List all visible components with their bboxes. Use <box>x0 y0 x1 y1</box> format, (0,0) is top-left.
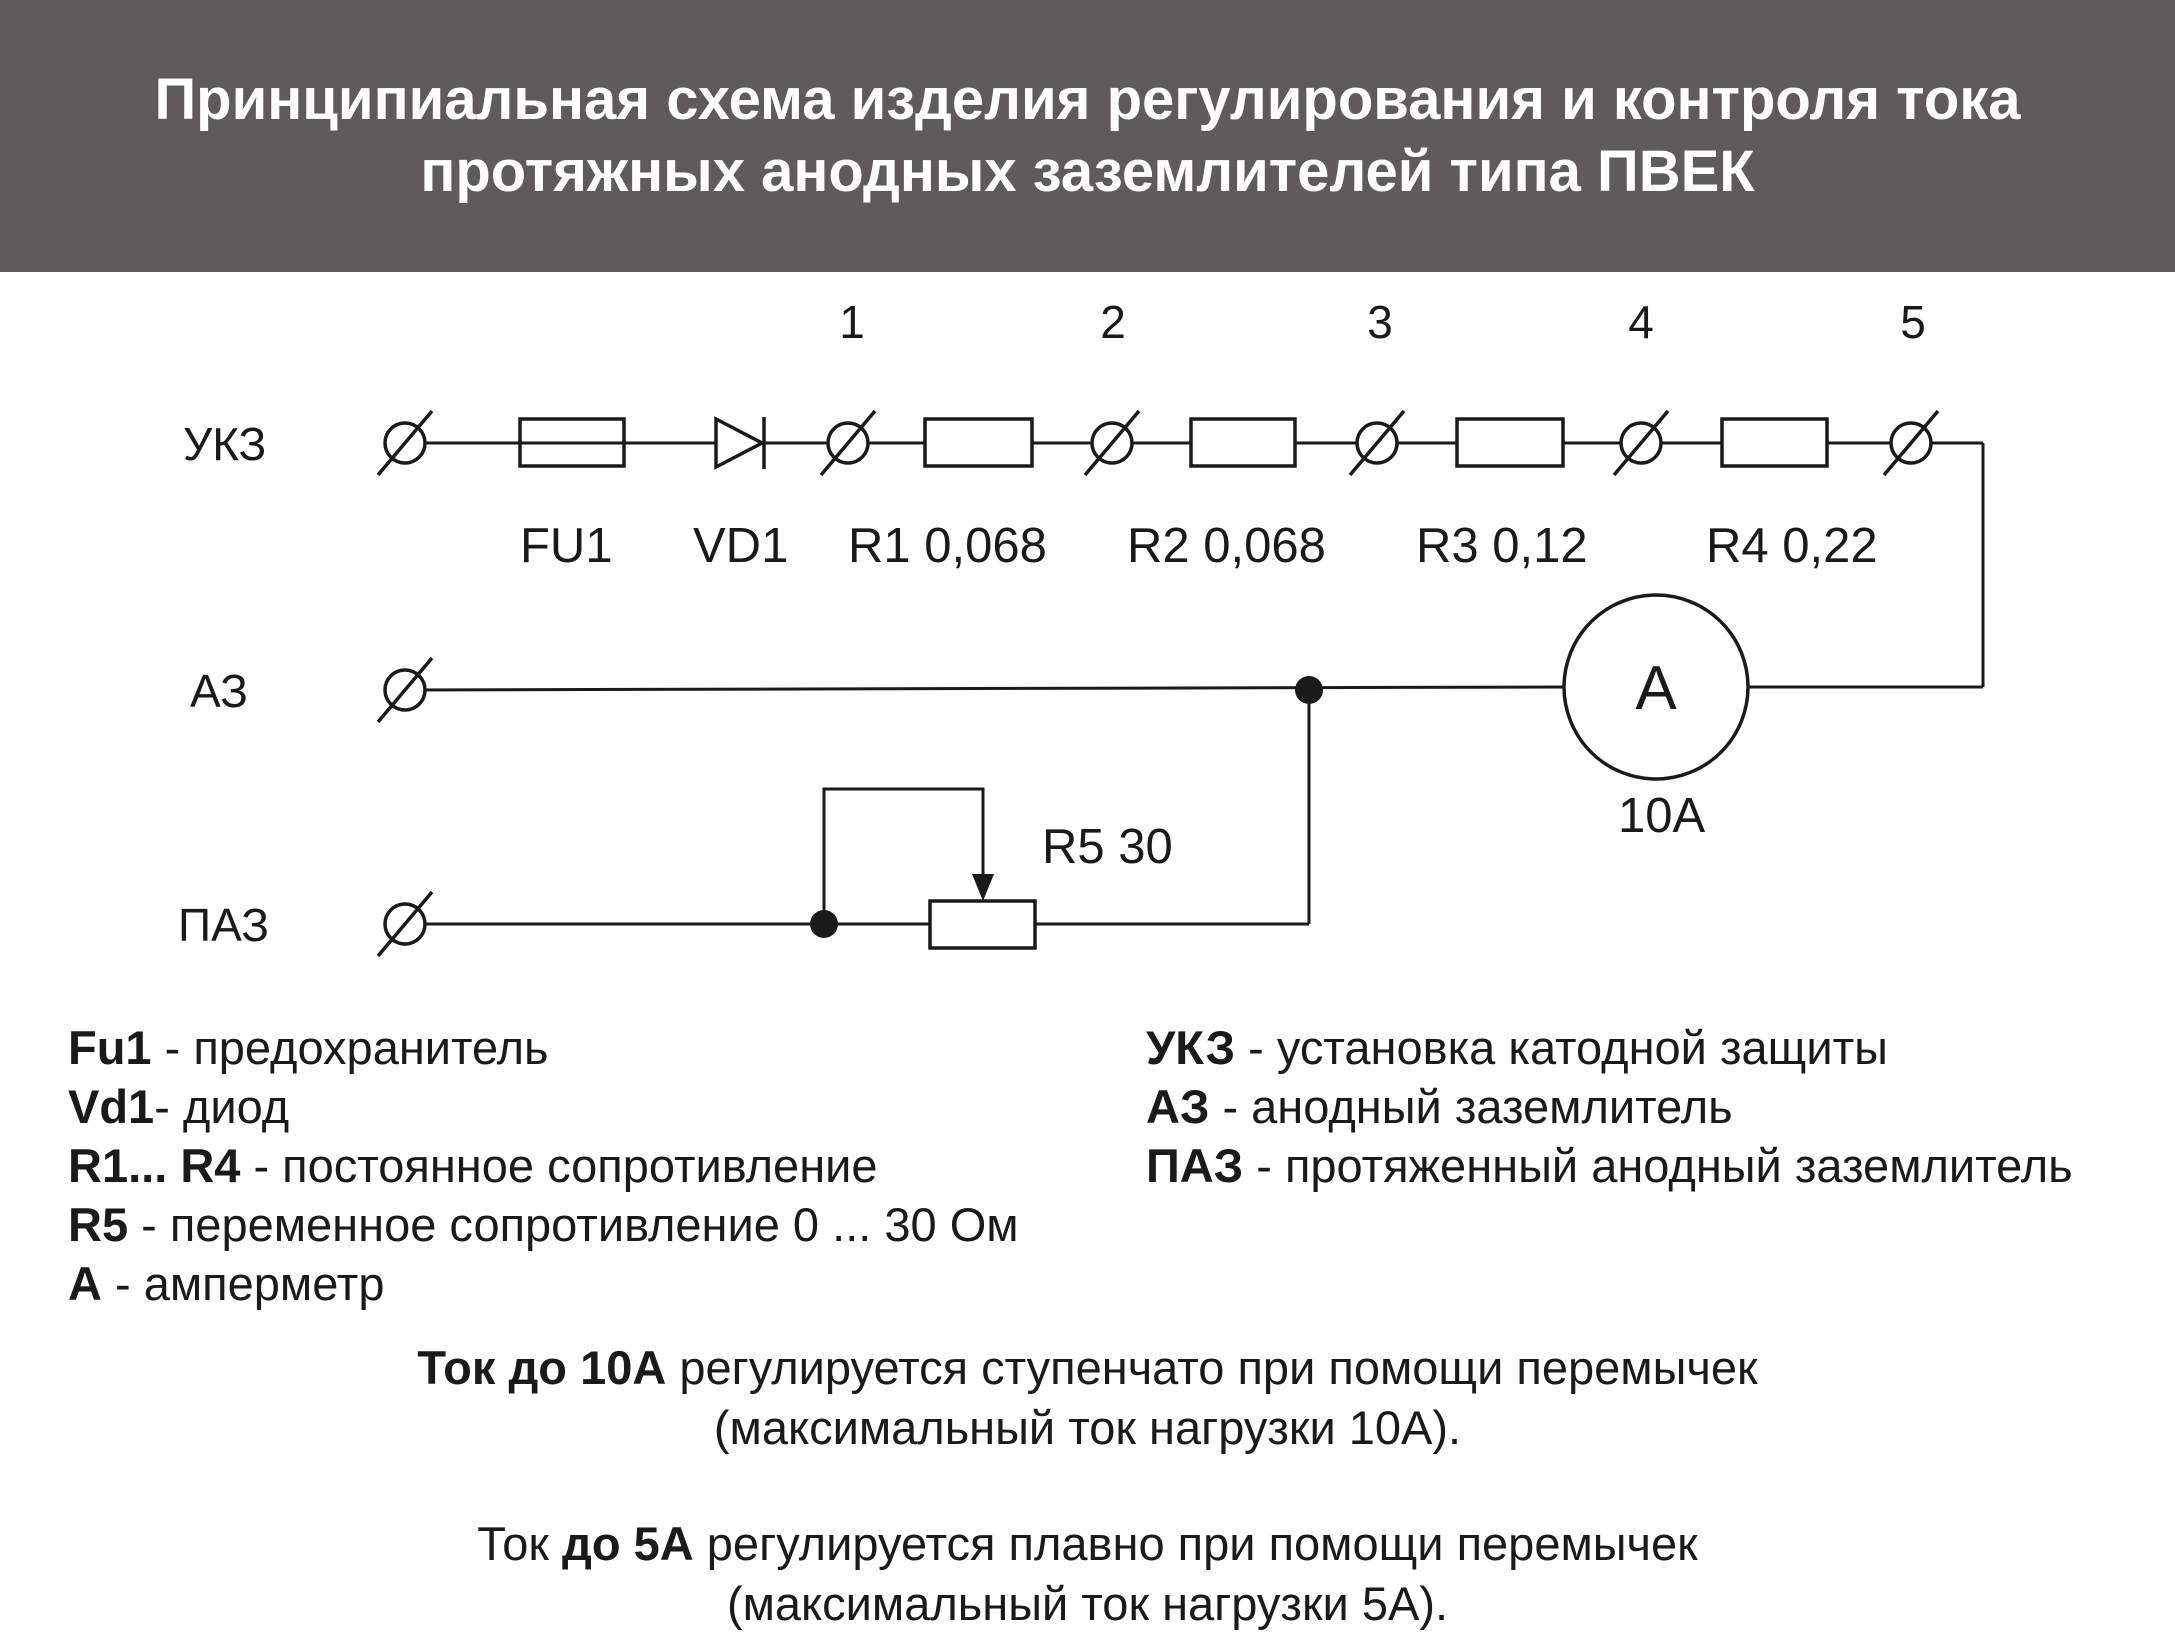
terminal-number-5: 5 <box>1900 296 1926 348</box>
legend-item: Vd1- диод <box>68 1080 290 1133</box>
junction-dot-paz <box>810 910 838 938</box>
junction-dot-az <box>1295 676 1323 704</box>
legend-item: А - амперметр <box>68 1257 385 1310</box>
label-fu1: FU1 <box>520 519 613 573</box>
terminal-az <box>376 656 434 724</box>
legend-item: R1... R4 - постоянное сопротивление <box>68 1139 878 1192</box>
terminal-1 <box>819 409 877 477</box>
label-r5: R5 30 <box>1042 820 1173 874</box>
note-smooth-regulation: Ток до 5А регулируется плавно при помощи… <box>477 1517 1698 1630</box>
ammeter <box>1562 593 1750 781</box>
title-line-1: Принципиальная схема изделия регулирован… <box>154 67 2021 132</box>
terminal-number-3: 3 <box>1367 296 1393 348</box>
note-step-regulation: Ток до 10А регулируется ступенчато при п… <box>417 1341 1758 1454</box>
label-vd1: VD1 <box>693 519 788 573</box>
terminal-paz <box>376 890 434 958</box>
terminal-3 <box>1348 409 1406 477</box>
label-ukz: УКЗ <box>183 418 266 470</box>
resistor-r4 <box>1720 417 1829 468</box>
label-r2: R2 0,068 <box>1127 519 1326 573</box>
r5-wiper-arrow <box>972 874 994 901</box>
legend-item: R5 - переменное сопротивление 0 ... 30 О… <box>68 1198 1019 1251</box>
legend-terminals: УКЗ - установка катодной защиты АЗ - ано… <box>1146 1018 2073 1195</box>
label-az: АЗ <box>190 665 248 717</box>
terminal-number-2: 2 <box>1100 296 1126 348</box>
title-banner: Принципиальная схема изделия регулирован… <box>0 0 2175 272</box>
legend-item: Fu1 - предохранитель <box>68 1021 549 1074</box>
legend-item: ПАЗ - протяженный анодный заземлитель <box>1146 1139 2073 1192</box>
wire-az <box>404 685 1564 692</box>
legend-item: УКЗ - установка катодной защиты <box>1146 1021 1888 1074</box>
resistor-r3 <box>1455 417 1565 468</box>
wire-r5-bypass <box>822 787 985 924</box>
resistor-r1 <box>923 417 1034 468</box>
ammeter-symbol: A <box>1635 654 1677 723</box>
diode-vd1 <box>714 416 766 470</box>
terminal-4 <box>1612 409 1670 477</box>
label-ammeter-rating: 10A <box>1618 789 1706 843</box>
circuit-diagram: 1 2 3 4 5 УКЗ АЗ ПАЗ FU1 VD1 R1 0,068 R2… <box>178 296 1985 958</box>
terminal-5 <box>1882 409 1940 477</box>
legend-components: Fu1 - предохранитель Vd1- диод R1... R4 … <box>68 1018 1019 1313</box>
label-r4: R4 0,22 <box>1706 519 1878 573</box>
label-r1: R1 0,068 <box>848 519 1047 573</box>
label-paz: ПАЗ <box>178 899 269 951</box>
resistor-r5 <box>928 899 1037 950</box>
terminal-number-1: 1 <box>839 296 865 348</box>
title-line-2: протяжных анодных заземлителей типа ПВЕК <box>420 139 1755 204</box>
terminal-2 <box>1083 409 1141 477</box>
resistor-r2 <box>1189 417 1297 468</box>
legend-item: АЗ - анодный заземлитель <box>1146 1080 1733 1133</box>
terminal-ukz-input <box>376 409 434 477</box>
label-r3: R3 0,12 <box>1416 519 1588 573</box>
terminal-number-4: 4 <box>1628 296 1654 348</box>
